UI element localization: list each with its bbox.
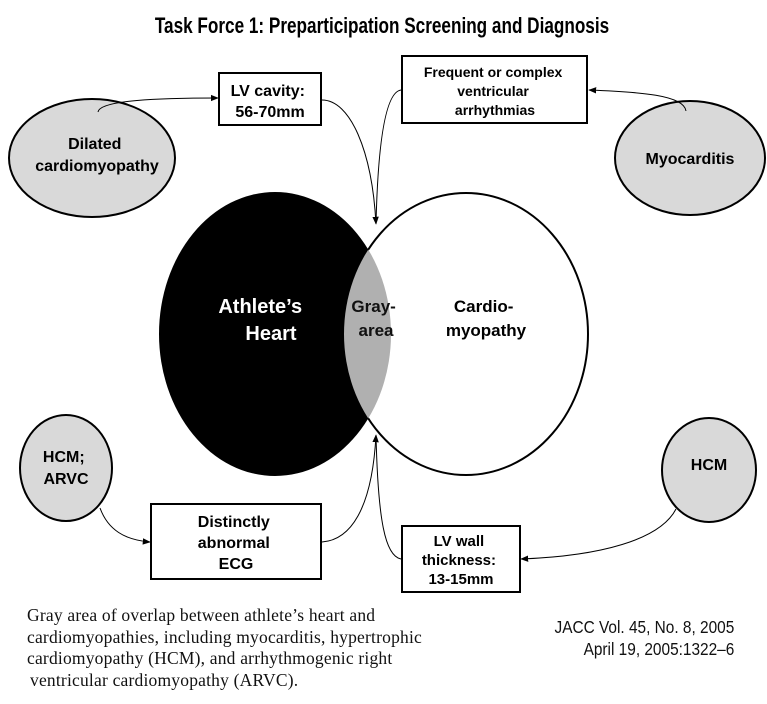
criterion-lv-wall-thickness: LV wall thickness: 13-15mm	[401, 525, 521, 593]
condition-ellipse	[8, 98, 176, 218]
arrow-ecg-to-gray-area	[321, 434, 379, 543]
condition-ellipse	[19, 414, 113, 522]
criterion-abnormal-ecg: Distinctly abnormal ECG	[150, 503, 322, 580]
arrow-arrhythmias-to-gray-area	[375, 89, 402, 225]
connectors	[97, 87, 687, 562]
criterion-label: LV cavity: 56-70mm	[231, 83, 310, 121]
arrow-hcm-arvc-to-ecg	[99, 507, 151, 545]
condition-ellipse	[614, 100, 766, 216]
criterion-lv-cavity: LV cavity: 56-70mm	[218, 72, 322, 126]
journal-citation: JACC Vol. 45, No. 8, 2005 April 19, 2005…	[554, 616, 734, 660]
athletes-heart-ellipse	[159, 192, 391, 476]
criterion-label: Distinctly abnormal ECG	[198, 514, 274, 573]
arrow-lv-cavity-to-gray-area	[321, 99, 379, 225]
arrow-myocarditis-to-arrhythmias	[588, 87, 687, 112]
arrow-hcm-to-lv-wall	[520, 508, 677, 562]
criterion-box	[218, 72, 322, 126]
arrow-dilated-to-lv-cavity	[97, 94, 219, 113]
caption-line: ventricular cardiomyopathy (ARVC).	[30, 669, 299, 690]
condition-ellipse	[661, 417, 757, 523]
caption-line: Gray area of overlap between athlete’s h…	[27, 605, 376, 625]
criterion-box	[401, 55, 588, 124]
venn-diagram: Athlete’s Heart Gray- area Cardio- myopa…	[159, 192, 589, 476]
condition-hcm-arvc: HCM; ARVC	[19, 414, 113, 522]
citation-line: April 19, 2005:1322–6	[583, 639, 734, 659]
caption-line: cardiomyopathy (HCM), and arrhythmogenic…	[27, 648, 393, 668]
condition-label: HCM	[691, 457, 727, 474]
citation-line: JACC Vol. 45, No. 8, 2005	[554, 617, 734, 637]
gray-area-label: Gray- area	[351, 297, 400, 340]
condition-label: Dilated cardiomyopathy	[35, 136, 159, 175]
condition-hcm: HCM	[661, 417, 757, 523]
arrow-lv-wall-to-gray-area	[375, 434, 402, 560]
caption-line: cardiomyopathies, including myocarditis,…	[27, 626, 423, 647]
figure-caption: Gray area of overlap between athlete’s h…	[27, 605, 497, 691]
criterion-box	[401, 525, 521, 593]
figure-title: Task Force 1: Preparticipation Screening…	[155, 14, 609, 39]
criterion-ventricular-arrhythmias: Frequent or complex ventricular arrhythm…	[401, 55, 588, 124]
criterion-box	[150, 503, 322, 580]
condition-myocarditis: Myocarditis	[614, 100, 766, 216]
condition-label: HCM; ARVC	[43, 449, 89, 488]
criterion-label: Frequent or complex ventricular arrhythm…	[424, 64, 566, 118]
cardiomyopathy-label: Cardio- myopathy	[446, 297, 527, 340]
criterion-label: LV wall thickness: 13-15mm	[422, 533, 500, 588]
athletes-heart-label: Athlete’s Heart	[218, 296, 307, 345]
condition-dilated-cardiomyopathy: Dilated cardiomyopathy	[8, 98, 176, 218]
condition-label: Myocarditis	[646, 151, 735, 168]
